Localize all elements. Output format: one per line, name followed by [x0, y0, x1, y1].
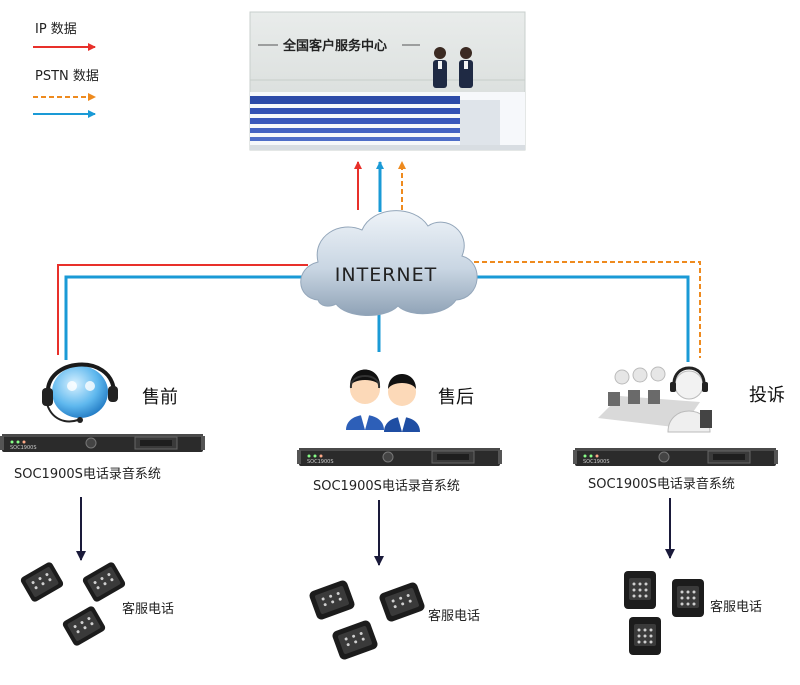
- site-complaints-label: 投诉: [749, 385, 785, 406]
- service-center-banner: 全国客户服务中心: [282, 38, 387, 54]
- device-model-tag: SOC1900S: [583, 459, 610, 465]
- right-pstn-line: [466, 261, 701, 358]
- internet-cloud: INTERNET: [300, 210, 478, 317]
- legend-ip-label: IP 数据: [35, 22, 77, 37]
- left-lan-line: [64, 275, 308, 360]
- site-aftersale: 售后 SOC1900S SOC1900S电话录音系统: [297, 369, 502, 660]
- call-center-agents-icon: [598, 366, 712, 433]
- site-complaints-system-label: SOC1900S电话录音系统: [588, 476, 735, 492]
- site-complaints-phone-label: 客服电话: [710, 599, 762, 615]
- receptionist-figures: [433, 47, 473, 88]
- legend: IP 数据 PSTN 数据: [33, 22, 99, 118]
- recording-device: SOC1900S: [0, 434, 205, 452]
- headset-agent-icon: [42, 362, 118, 423]
- device-model-tag: SOC1900S: [307, 459, 334, 465]
- desk-phones-icon: [624, 571, 704, 655]
- site-complaints: 投诉 SOC1900S SOC1900S电话录音系统: [573, 366, 785, 655]
- connection-lines: [57, 161, 701, 362]
- site-presale: 售前 SOC1900S SOC1900S电话录音系统: [0, 362, 205, 646]
- support-staff-icon: [346, 369, 420, 432]
- service-center-photo: 全国客户服务中心: [249, 11, 526, 151]
- internet-label: INTERNET: [335, 264, 437, 286]
- legend-pstn-label: PSTN 数据: [35, 69, 99, 84]
- desk-phones-icon: [309, 580, 425, 660]
- device-model-tag: SOC1900S: [10, 445, 37, 451]
- site-aftersale-phone-label: 客服电话: [428, 608, 480, 624]
- site-presale-system-label: SOC1900S电话录音系统: [14, 466, 161, 482]
- recording-device: SOC1900S: [297, 448, 502, 466]
- desk-phones-icon: [20, 562, 126, 646]
- reception-counter: [250, 92, 525, 150]
- right-lan-line: [466, 275, 690, 362]
- site-aftersale-label: 售后: [438, 387, 474, 408]
- site-presale-label: 售前: [142, 387, 178, 408]
- site-aftersale-system-label: SOC1900S电话录音系统: [313, 478, 460, 494]
- left-ip-line: [57, 264, 308, 355]
- recording-device: SOC1900S: [573, 448, 778, 466]
- site-presale-phone-label: 客服电话: [122, 601, 174, 617]
